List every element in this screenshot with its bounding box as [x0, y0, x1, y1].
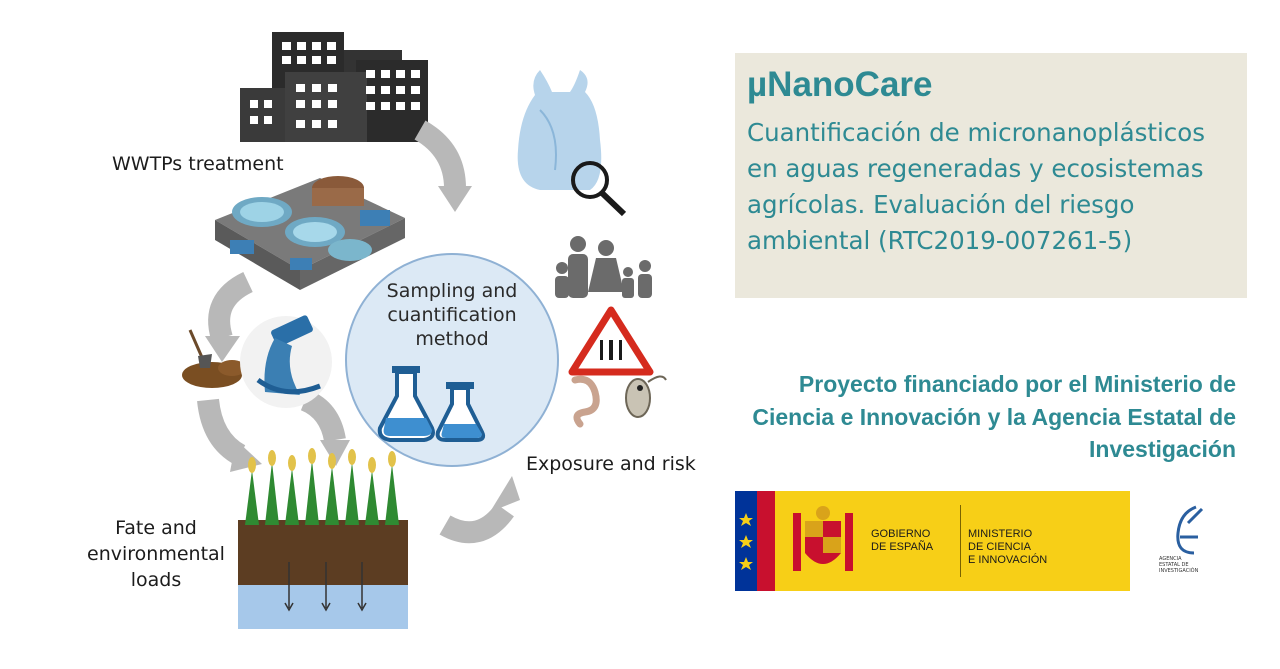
ministerio-text: MINISTERIO DE CIENCIA E INNOVACIÓN	[968, 528, 1048, 566]
flask-icon	[377, 366, 486, 442]
gobierno-ministerio-logo: GOBIERNO DE ESPAÑA MINISTERIO DE CIENCIA…	[735, 491, 1130, 591]
project-title-box: µNanoCare Cuantificación de micronanoplá…	[735, 53, 1247, 298]
gobierno-text: GOBIERNO DE ESPAÑA	[871, 528, 934, 553]
crop-field-icon	[238, 448, 408, 629]
arrowheads	[205, 186, 520, 512]
cycle-diagram	[182, 32, 667, 629]
coat-of-arms-icon	[739, 506, 853, 571]
plastic-bag-icon	[517, 70, 602, 190]
project-title: µNanoCare	[747, 65, 933, 104]
magnifier-icon	[571, 161, 627, 217]
treatment-plant-icon	[215, 176, 405, 290]
worm-icon	[571, 375, 600, 428]
funding-statement: Proyecto financiado por el Ministerio de…	[752, 371, 1236, 462]
buildings-icon	[240, 32, 428, 142]
center-method-label: Sampling and cuantification method	[386, 280, 518, 350]
family-icon	[555, 236, 652, 298]
exposure-label: Exposure and risk	[526, 453, 696, 475]
pipe-discharge-icon	[240, 315, 332, 408]
warning-sign-icon	[568, 306, 654, 376]
logo-divider	[960, 505, 961, 577]
aei-text: AGENCIA ESTATAL DE INVESTIGACIÓN	[1159, 556, 1199, 574]
project-subtitle: Cuantificación de micronanoplásticos en …	[747, 118, 1205, 255]
soil-shovel-icon	[182, 329, 246, 388]
wwtps-label: WWTPs treatment	[112, 153, 284, 175]
fate-label: Fate and environmental loads	[87, 517, 225, 591]
daphnia-icon	[625, 375, 667, 418]
aei-logo-icon	[1176, 505, 1204, 555]
